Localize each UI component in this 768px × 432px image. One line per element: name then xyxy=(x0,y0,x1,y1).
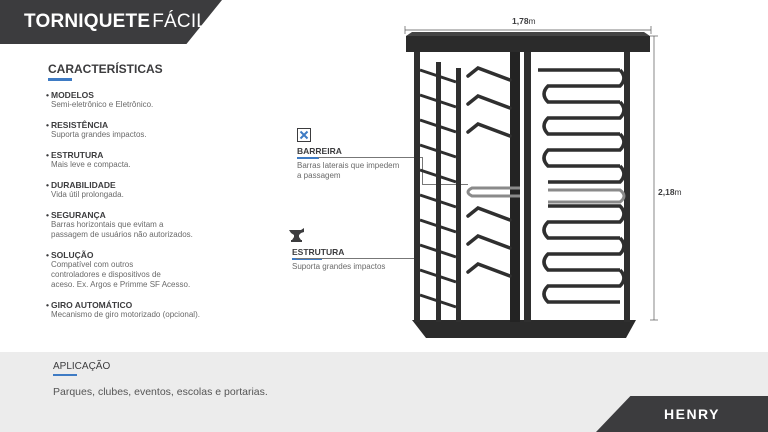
feature-solucao: SOLUÇÃO Compatível com outros controlado… xyxy=(46,250,266,290)
feature-title: DURABILIDADE xyxy=(46,180,266,190)
feature-modelos: MODELOS Semi-eletrônico e Eletrônico. xyxy=(46,90,266,110)
right-frame xyxy=(524,52,630,322)
title-bold: TORNIQUETE xyxy=(24,11,151,32)
feature-desc: Suporta grandes impactos. xyxy=(51,130,147,139)
feature-title: GIRO AUTOMÁTICO xyxy=(46,300,266,310)
rotor-arms xyxy=(466,66,512,278)
anvil-icon xyxy=(289,228,304,242)
application-heading: APLICAÇÃO xyxy=(53,361,111,372)
left-frame xyxy=(414,52,461,322)
turnstile-illustration xyxy=(404,26,658,338)
structure-underline xyxy=(292,258,322,260)
feature-title: SOLUÇÃO xyxy=(46,250,266,260)
height-unit: m xyxy=(674,187,682,197)
top-canopy-edge xyxy=(406,32,650,36)
title-light: FÁCIL xyxy=(152,11,208,32)
henry-logo: HENRY xyxy=(664,406,720,422)
left-barrier-bars xyxy=(419,68,457,309)
feature-title: SEGURANÇA xyxy=(46,210,266,220)
width-value: 1,78 xyxy=(512,16,529,26)
barrier-leader-line xyxy=(318,157,422,158)
feature-title: RESISTÊNCIA xyxy=(46,120,266,130)
feature-seguranca: SEGURANÇA Barras horizontais que evitam … xyxy=(46,210,266,240)
barrier-callout-desc: a passagem xyxy=(297,171,341,180)
highlighted-barrier-arm xyxy=(466,186,520,198)
feature-desc: controladores e dispositivos de xyxy=(51,270,161,279)
application-text: Parques, clubes, eventos, escolas e port… xyxy=(53,386,268,398)
feature-desc: Mecanismo de giro motorizado (opcional). xyxy=(51,310,200,319)
feature-giro-automatico: GIRO AUTOMÁTICO Mecanismo de giro motori… xyxy=(46,300,266,320)
feature-desc: Vida útil prolongada. xyxy=(51,190,124,199)
feature-desc: aceso. Ex. Argos e Primme SF Acesso. xyxy=(51,280,191,289)
header-banner xyxy=(0,0,222,44)
highlighted-serpentine-bar xyxy=(548,188,626,204)
feature-estrutura: ESTRUTURA Mais leve e compacta. xyxy=(46,150,266,170)
features-heading: CARACTERÍSTICAS xyxy=(48,62,163,76)
width-unit: m xyxy=(528,16,536,26)
structure-callout-title: ESTRUTURA xyxy=(292,247,345,257)
right-serpentine-bars xyxy=(538,68,626,304)
width-dimension-label: 1,78m xyxy=(512,16,536,26)
brand-banner xyxy=(596,396,768,432)
structure-leader-line xyxy=(296,258,418,259)
feature-title: MODELOS xyxy=(46,90,266,100)
feature-desc: Semi-eletrônico e Eletrônico. xyxy=(51,100,154,109)
feature-title: ESTRUTURA xyxy=(46,150,266,160)
feature-desc: Barras horizontais que evitam a xyxy=(51,220,164,229)
top-canopy xyxy=(406,36,650,52)
feature-desc: passagem de usuários não autorizados. xyxy=(51,230,193,239)
application-underline xyxy=(53,374,77,376)
feature-desc: Compatível com outros xyxy=(51,260,134,269)
height-value: 2,18 xyxy=(658,187,675,197)
dimension-lines xyxy=(404,26,658,321)
barrier-callout-title: BARREIRA xyxy=(297,146,342,156)
barrier-callout-desc: Barras laterais que impedem xyxy=(297,161,400,170)
feature-durabilidade: DURABILIDADE Vida útil prolongada. xyxy=(46,180,266,200)
barrier-underline xyxy=(297,157,319,159)
structure-callout-desc: Suporta grandes impactos xyxy=(292,262,386,271)
features-heading-underline xyxy=(48,78,72,81)
barrier-x-icon xyxy=(297,128,311,142)
height-dimension-label: 2,18m xyxy=(658,187,682,197)
feature-desc: Mais leve e compacta. xyxy=(51,160,131,169)
barrier-leader-line xyxy=(422,184,468,185)
base-plate xyxy=(412,320,636,338)
feature-resistencia: RESISTÊNCIA Suporta grandes impactos. xyxy=(46,120,266,140)
